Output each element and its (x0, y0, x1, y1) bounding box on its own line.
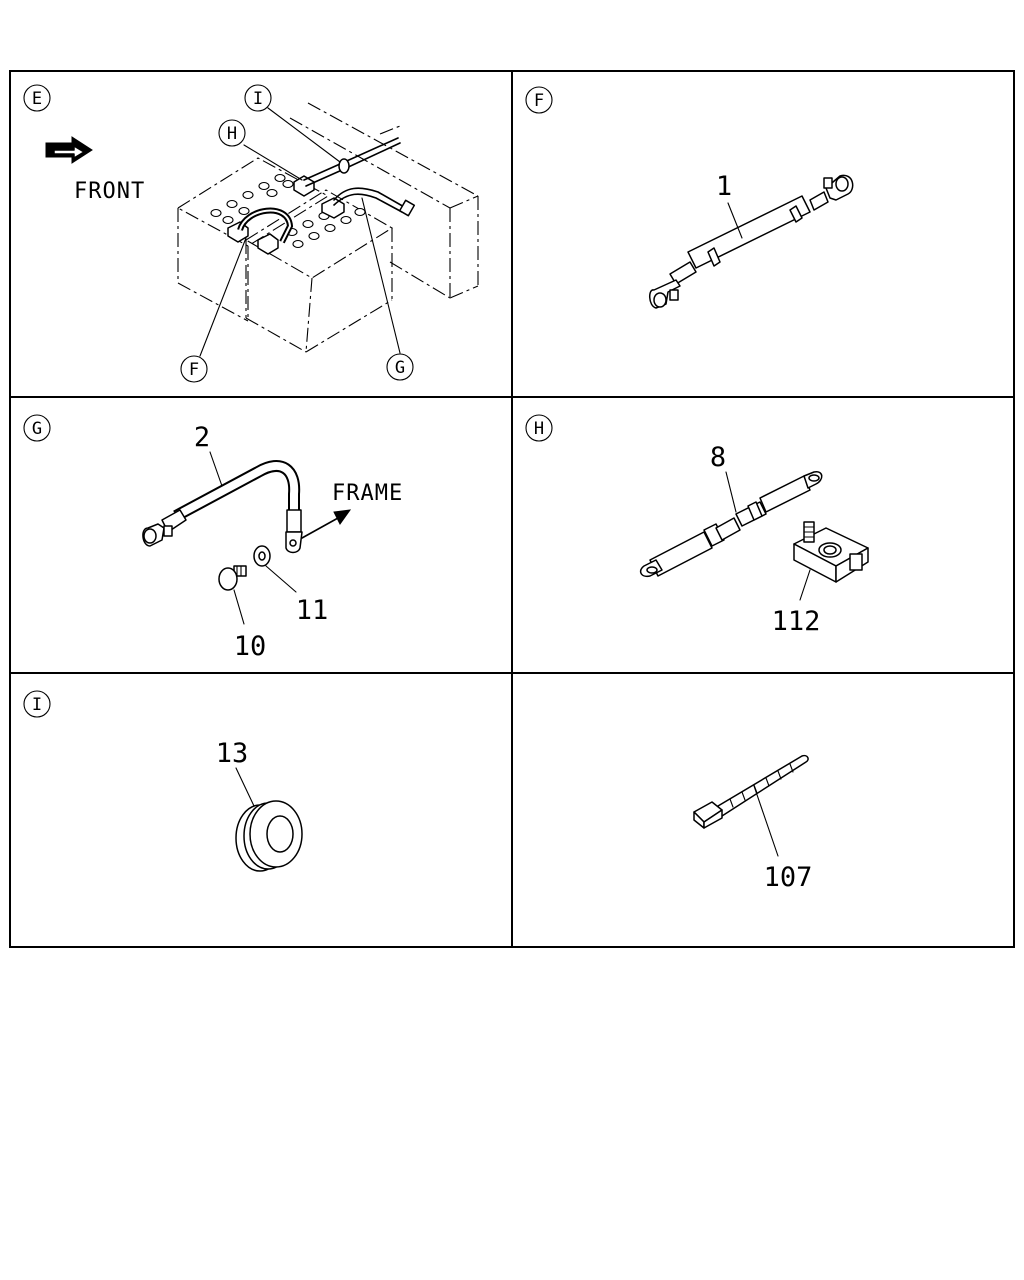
svg-text:F: F (534, 91, 544, 111)
label-part-2: 2 (194, 422, 210, 453)
panel-h-letter: H (525, 414, 553, 442)
front-arrow-icon (45, 136, 93, 164)
cable-part-8 (639, 471, 823, 578)
leader-11 (265, 565, 297, 593)
cable-tie-part-107 (693, 754, 809, 829)
battery-rear (176, 157, 330, 322)
svg-text:G: G (32, 419, 42, 439)
svg-text:I: I (253, 89, 263, 109)
panel-j: 107 (693, 754, 813, 893)
panel-grid (9, 70, 1015, 948)
front-label: FRONT (74, 179, 145, 204)
callout-g: G (386, 353, 414, 381)
svg-text:H: H (227, 124, 237, 144)
leader-2 (209, 451, 223, 487)
panel-f-letter: F (525, 86, 553, 114)
panel-h: H 8 112 (525, 414, 869, 637)
label-part-11: 11 (296, 595, 329, 626)
leader-107 (753, 785, 779, 857)
svg-text:H: H (534, 419, 544, 439)
label-part-8: 8 (710, 442, 726, 473)
callout-h: H (218, 119, 246, 147)
bolt-part-10 (218, 565, 247, 591)
cable-part-1 (649, 174, 854, 309)
leader-10 (233, 589, 245, 625)
label-part-107: 107 (764, 862, 813, 893)
label-part-112: 112 (772, 606, 821, 637)
frame-label: FRAME (332, 481, 403, 506)
svg-text:F: F (189, 360, 199, 380)
frame-member (289, 102, 479, 299)
jumper-cable-f (237, 207, 294, 244)
battery-caps (210, 173, 366, 249)
label-part-10: 10 (234, 631, 267, 662)
label-part-1: 1 (716, 171, 732, 202)
leader-1 (727, 202, 743, 239)
terminal-part-112 (793, 521, 869, 583)
frame-arrow-icon (301, 509, 352, 539)
panel-g-letter: G (23, 414, 51, 442)
cable-h (303, 137, 401, 187)
panel-i-letter: I (23, 690, 51, 718)
leader-112 (799, 569, 811, 601)
panel-f: F 1 (525, 86, 854, 309)
battery-front (244, 189, 394, 353)
grommet-part-13 (235, 800, 303, 872)
callout-i: I (244, 84, 272, 112)
panel-e-leaders (199, 107, 401, 357)
svg-text:I: I (32, 695, 42, 715)
leader-13 (235, 767, 255, 807)
cable-g (333, 187, 416, 217)
cable-part-2 (142, 460, 303, 554)
svg-text:G: G (395, 358, 405, 378)
panel-g: G FRAME 2 (23, 414, 403, 662)
panel-e-letter: E (23, 84, 51, 112)
washer-part-11 (253, 545, 271, 567)
leader-8 (725, 471, 737, 513)
callout-f: F (180, 355, 208, 383)
panel-i: I 13 (23, 690, 303, 872)
panel-e: E FRONT (23, 84, 479, 383)
label-part-13: 13 (216, 738, 249, 769)
svg-text:E: E (32, 89, 42, 109)
